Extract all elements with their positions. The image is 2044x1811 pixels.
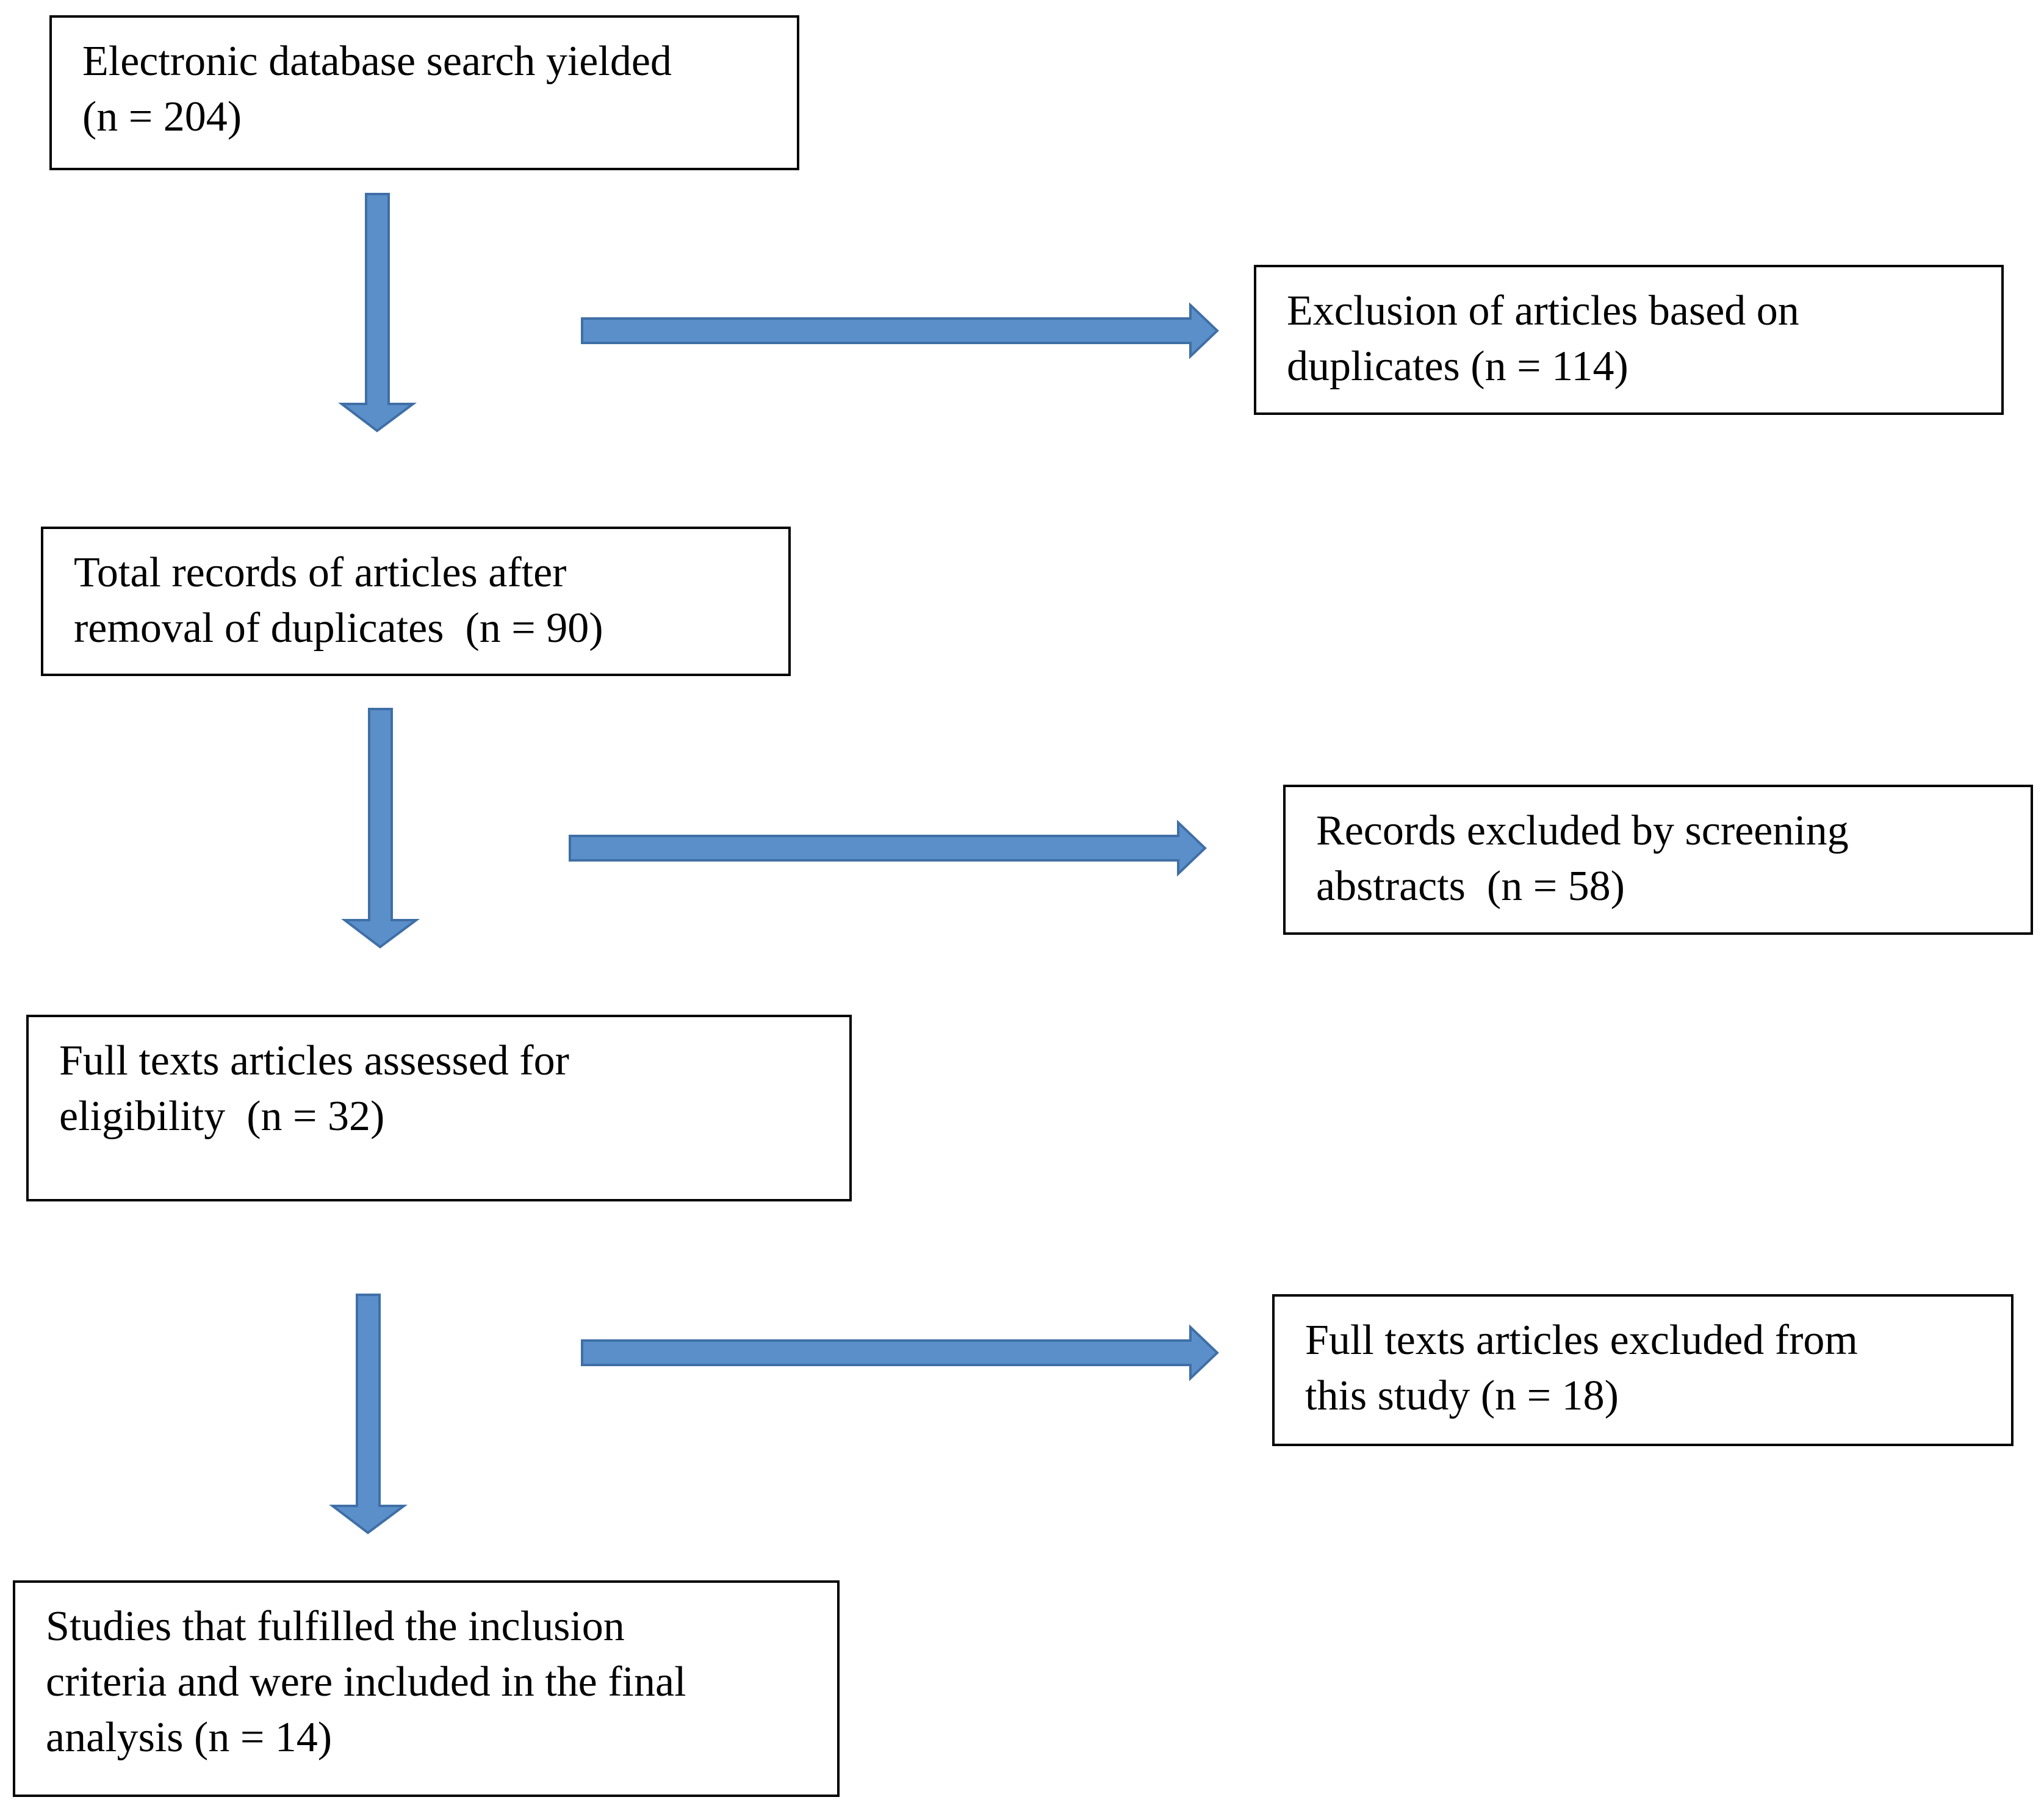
box-text-line: Electronic database search yielded [82, 38, 672, 85]
box-text-line: duplicates (n = 114) [1287, 343, 1628, 390]
box-text-line: removal of duplicates (n = 90) [74, 605, 603, 652]
box-text-line: Total records of articles after [74, 549, 567, 596]
box-text-line: Full texts articles excluded from [1305, 1317, 1858, 1364]
right-arrow-1 [581, 302, 1219, 359]
full-text-assessed-box: Full texts articles assessed for eligibi… [26, 1015, 852, 1201]
box-text-line: eligibility (n = 32) [59, 1093, 385, 1140]
box-text-line: Exclusion of articles based on [1287, 287, 1799, 334]
box-text-line: criteria and were included in the final [46, 1658, 686, 1705]
box-text-line: analysis (n = 14) [46, 1714, 333, 1761]
box-text-line: Studies that fulfilled the inclusion [46, 1603, 625, 1650]
search-results-box: Electronic database search yielded (n = … [49, 15, 799, 170]
screening-excluded-box: Records excluded by screening abstracts … [1283, 785, 2033, 935]
right-arrow-2 [569, 819, 1207, 877]
duplicates-excluded-box: Exclusion of articles based on duplicate… [1254, 265, 2004, 415]
down-arrow-2 [341, 708, 420, 949]
box-text-line: Records excluded by screening [1316, 807, 1849, 854]
down-arrow-3 [329, 1294, 408, 1535]
records-after-duplicates-box: Total records of articles after removal … [41, 527, 791, 676]
box-text-line: (n = 204) [82, 93, 242, 140]
box-text-line: Full texts articles assessed for [59, 1037, 569, 1084]
included-studies-box: Studies that fulfilled the inclusion cri… [13, 1580, 840, 1797]
down-arrow-1 [338, 193, 417, 433]
box-text-line: abstracts (n = 58) [1316, 863, 1625, 910]
right-arrow-3 [581, 1324, 1219, 1381]
full-text-excluded-box: Full texts articles excluded from this s… [1272, 1294, 2013, 1446]
box-text-line: this study (n = 18) [1305, 1372, 1619, 1419]
